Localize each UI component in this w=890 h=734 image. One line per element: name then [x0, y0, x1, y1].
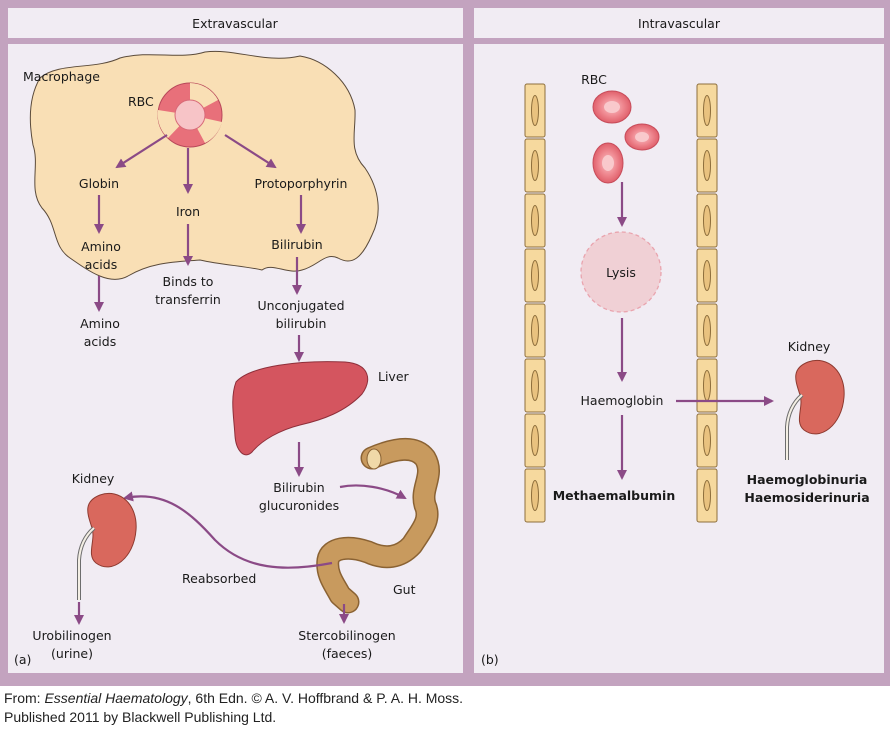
unconjugated-line1: Unconjugated [257, 298, 344, 313]
kidney-icon-a [77, 493, 137, 600]
unconjugated-line2: bilirubin [276, 316, 327, 331]
vessel-wall-right [696, 83, 718, 523]
rbc-cells-icon [592, 90, 660, 184]
vessel-cell-nucleus [703, 150, 711, 181]
vessel-cell-nucleus [531, 480, 539, 511]
vessel-cell-nucleus [531, 425, 539, 456]
amino-acids-outer-line1: Amino [80, 316, 120, 331]
macrophage-cell [29, 50, 379, 280]
arrow-rbc-to-globin [115, 134, 168, 169]
kidney-icon-b [785, 360, 845, 460]
vessel-cell-nucleus [531, 315, 539, 346]
vessel-cell-nucleus [703, 260, 711, 291]
transferrin-line2: transferrin [155, 292, 221, 307]
lysis-circle [580, 231, 662, 313]
panel-a-header-box [8, 8, 463, 38]
haemoglobin-label: Haemoglobin [581, 393, 664, 408]
transferrin-line1: Binds to [163, 274, 214, 289]
rbc-breakdown-icon [157, 82, 223, 148]
iron-label: Iron [176, 204, 200, 219]
credit-line-2: Published 2011 by Blackwell Publishing L… [4, 709, 277, 725]
credit-suffix: , 6th Edn. © A. V. Hoffbrand & P. A. H. … [187, 690, 464, 706]
panel-b-tag: (b) [481, 652, 499, 667]
panel-a-header: Extravascular [192, 16, 278, 31]
haemosiderinuria-label: Haemosiderinuria [744, 490, 869, 505]
gut-illustration [316, 437, 440, 614]
vessel-cell-nucleus [703, 370, 711, 401]
credit-line-1: From: Essential Haematology, 6th Edn. © … [4, 690, 463, 706]
amino-acids-inner-line1: Amino [81, 239, 121, 254]
protoporphyrin-label: Protoporphyrin [255, 176, 348, 191]
arrow-rbc-to-protoporphyrin [224, 134, 277, 169]
stercobilinogen-line1: Stercobilinogen [298, 628, 395, 643]
bilirubin-label: Bilirubin [271, 237, 322, 252]
macrophage-label: Macrophage [23, 69, 100, 84]
vessel-cell-nucleus [531, 150, 539, 181]
vessel-cell-nucleus [531, 370, 539, 401]
liver-illustration [232, 361, 369, 456]
vessel-cell-nucleus [703, 315, 711, 346]
arrow-reabsorbed-to-kidney [123, 491, 333, 569]
vessel-cell-nucleus [531, 205, 539, 236]
methaemalbumin-label: Methaemalbumin [553, 488, 676, 503]
vessel-wall-left [524, 83, 546, 523]
rbc-label-a: RBC [128, 94, 154, 109]
panel-a-tag: (a) [14, 652, 31, 667]
kidney-label-b: Kidney [788, 339, 831, 354]
arrow-glucuronides-to-gut [339, 484, 407, 499]
globin-label: Globin [79, 176, 119, 191]
glucuronides-line2: glucuronides [259, 498, 339, 513]
haemoglobinuria-label: Haemoglobinuria [747, 472, 868, 487]
glucuronides-line1: Bilirubin [273, 480, 324, 495]
vessel-cell-nucleus [703, 95, 711, 126]
gut-label: Gut [393, 582, 416, 597]
vessel-cell-nucleus [703, 480, 711, 511]
kidney-label-a: Kidney [72, 471, 115, 486]
diagram-figure: Extravascular Intravascular Macrophage R… [0, 0, 890, 686]
panel-b-header-box [474, 8, 884, 38]
stercobilinogen-line2: (faeces) [322, 646, 373, 661]
vessel-cell-nucleus [703, 425, 711, 456]
vessel-cell-nucleus [703, 205, 711, 236]
credit-prefix: From: [4, 690, 45, 706]
amino-acids-outer-line2: acids [84, 334, 116, 349]
panel-b-header: Intravascular [638, 16, 721, 31]
urobilinogen-line1: Urobilinogen [32, 628, 111, 643]
vessel-cell-nucleus [531, 95, 539, 126]
credit-book-title: Essential Haematology [44, 690, 188, 706]
urobilinogen-line2: (urine) [51, 646, 93, 661]
liver-label: Liver [378, 369, 410, 384]
amino-acids-inner-line2: acids [85, 257, 117, 272]
reabsorbed-label: Reabsorbed [182, 571, 256, 586]
rbc-label-b: RBC [581, 72, 607, 87]
vessel-cell-nucleus [531, 260, 539, 291]
lysis-label: Lysis [606, 265, 636, 280]
